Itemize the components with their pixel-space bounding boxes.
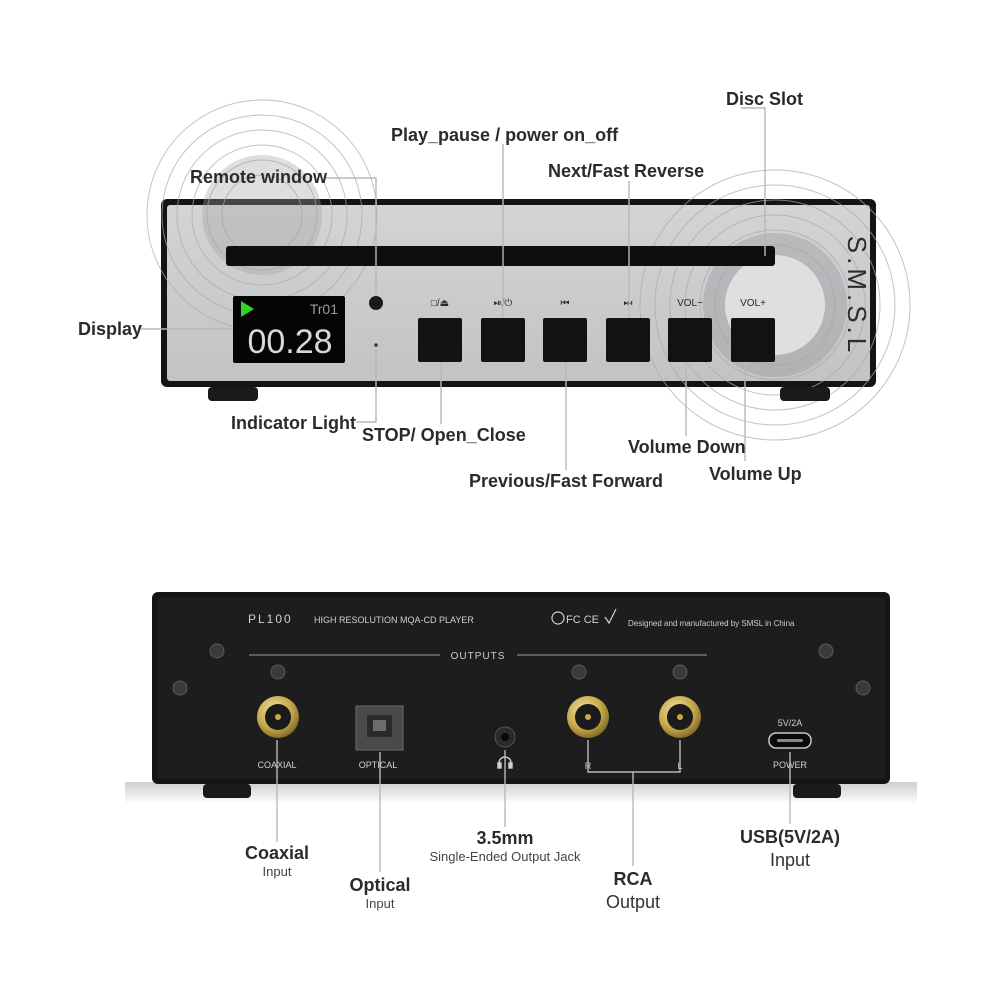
foot bbox=[203, 784, 251, 798]
volume-down-icon: VOL− bbox=[677, 298, 703, 309]
rear-model: PL100 bbox=[248, 612, 293, 626]
floor-shadow bbox=[125, 782, 917, 804]
label-display: Display bbox=[78, 319, 143, 339]
previous-icon: ⏮ bbox=[561, 298, 570, 309]
remote-window bbox=[369, 296, 383, 310]
label-next: Next/Fast Reverse bbox=[548, 161, 705, 181]
rear-title: HIGH RESOLUTION MQA-CD PLAYER bbox=[314, 615, 474, 625]
screws bbox=[172, 643, 871, 696]
label-optical-sub: Input bbox=[365, 896, 395, 911]
rear-cert-text: Designed and manufactured by SMSL in Chi… bbox=[628, 619, 795, 628]
label-stop: STOP/ Open_Close bbox=[362, 425, 526, 445]
certification-marks-icon: FC CE bbox=[551, 608, 617, 626]
foot bbox=[208, 387, 258, 401]
play-indicator-icon bbox=[241, 301, 254, 317]
foot bbox=[780, 387, 830, 401]
label-indicator-light: Indicator Light bbox=[231, 413, 356, 433]
play-pause-button[interactable] bbox=[481, 318, 525, 362]
label-coaxial-sub: Input bbox=[262, 864, 292, 879]
label-volume-down: Volume Down bbox=[628, 437, 746, 457]
label-disc-slot: Disc Slot bbox=[726, 89, 804, 109]
label-usb-sub: Input bbox=[769, 850, 811, 870]
display-track: Tr01 bbox=[310, 301, 338, 317]
volume-up-button[interactable] bbox=[731, 318, 775, 362]
display-time: 00.28 bbox=[247, 323, 332, 361]
label-remote-window: Remote window bbox=[190, 167, 328, 187]
next-button[interactable] bbox=[606, 318, 650, 362]
display-screen: Tr01 00.28 bbox=[233, 296, 345, 363]
label-volume-up: Volume Up bbox=[709, 464, 802, 484]
label-previous: Previous/Fast Forward bbox=[469, 471, 664, 491]
foot bbox=[793, 784, 841, 798]
label-play-pause: Play_pause / power on_off bbox=[391, 125, 619, 145]
headphone-jack-port[interactable] bbox=[494, 726, 516, 748]
label-jack-sub: Single-Ended Output Jack bbox=[429, 849, 581, 864]
label-usb: USB(5V/2A) bbox=[739, 827, 841, 847]
previous-button[interactable] bbox=[543, 318, 587, 362]
usb-spec: 5V/2A bbox=[778, 718, 803, 728]
usb-c-port[interactable] bbox=[768, 732, 812, 749]
volume-up-icon: VOL+ bbox=[740, 298, 766, 309]
label-rca-sub: Output bbox=[605, 892, 661, 912]
volume-down-button[interactable] bbox=[668, 318, 712, 362]
port-label-optical: OPTICAL bbox=[359, 760, 398, 770]
rear-leader-lines bbox=[276, 740, 791, 872]
rca-left-port[interactable] bbox=[659, 696, 701, 738]
indicator-light bbox=[374, 343, 378, 347]
next-icon: ⏭ bbox=[624, 298, 633, 309]
label-jack: 3.5mm bbox=[476, 828, 534, 848]
disc-slot[interactable] bbox=[226, 246, 775, 266]
brand-logo: S.M.S.L bbox=[842, 236, 872, 356]
stop-eject-button[interactable] bbox=[418, 318, 462, 362]
coaxial-port[interactable] bbox=[257, 696, 299, 738]
front-leader-lines bbox=[141, 107, 766, 470]
svg-text:FC CE: FC CE bbox=[566, 614, 599, 626]
label-optical: Optical bbox=[349, 875, 411, 895]
stop-eject-icon: □/⏏ bbox=[431, 298, 449, 309]
label-coaxial: Coaxial bbox=[244, 843, 310, 863]
optical-port[interactable] bbox=[355, 705, 404, 751]
outputs-header: OUTPUTS bbox=[451, 651, 506, 662]
rca-right-port[interactable] bbox=[567, 696, 609, 738]
label-rca: RCA bbox=[613, 869, 653, 889]
front-panel: Tr01 00.28 □/⏏⏯/⏻⏮⏭VOL−VOL+ S.M.S.L bbox=[146, 99, 911, 441]
rear-panel: PL100 HIGH RESOLUTION MQA-CD PLAYER FC C… bbox=[152, 592, 890, 798]
